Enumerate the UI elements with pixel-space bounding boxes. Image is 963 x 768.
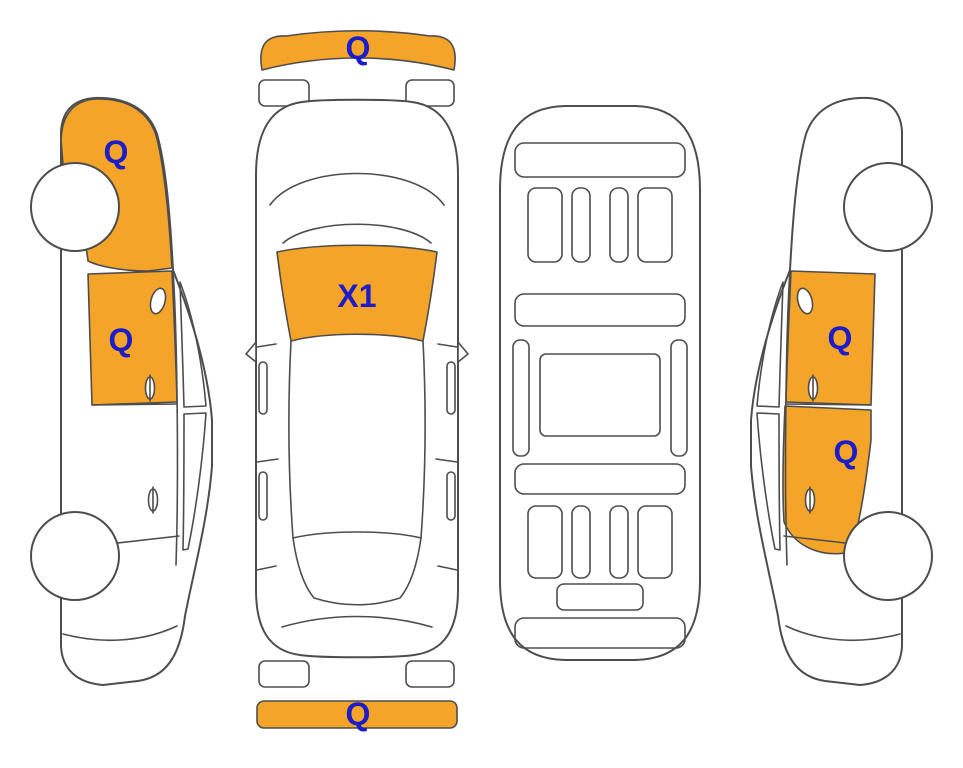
top-body-outline — [255, 98, 459, 659]
window-sliver-right-2 — [446, 471, 456, 521]
left-rear-wheel — [30, 511, 120, 601]
left-rear-window — [182, 412, 207, 551]
underbody-part — [527, 187, 563, 263]
hood-line-inner — [282, 223, 432, 244]
right-rear-door-highlight — [782, 405, 872, 555]
front-left-lamp — [258, 79, 310, 107]
window-sliver-left-1 — [258, 361, 268, 415]
right-side-view — [750, 96, 933, 686]
right-front-wheel — [843, 162, 933, 252]
left-fender-code: Q — [104, 134, 129, 170]
seam-right-3 — [437, 565, 458, 571]
rear-window-top — [292, 531, 422, 606]
trunk-seam-line — [281, 615, 433, 628]
right-rear-wheel — [843, 511, 933, 601]
seam-right-1 — [437, 343, 458, 348]
underbody-small-bar — [556, 583, 644, 611]
roof-line-right — [420, 340, 426, 539]
left-front-wheel — [30, 162, 120, 252]
window-sliver-right-1 — [446, 361, 456, 415]
seam-left-3 — [256, 565, 277, 571]
hood-line-outer — [269, 172, 445, 206]
windshield-code: X1 — [337, 278, 376, 314]
underbody-part — [571, 505, 591, 579]
left-door-code: Q — [109, 322, 134, 358]
top-view — [244, 29, 470, 729]
right-trunk-line — [785, 625, 901, 642]
rear-right-lamp — [405, 660, 455, 688]
underbody-sill-left — [512, 339, 530, 457]
underbody-rear-crossbar — [514, 463, 686, 495]
left-front-window — [179, 281, 207, 408]
front-bumper-code: Q — [346, 30, 371, 66]
right-door-seam-1 — [785, 403, 872, 406]
front-bumper-highlight — [260, 29, 456, 71]
underbody-sill-right — [670, 339, 688, 457]
underbody-mid-crossbar — [514, 293, 686, 327]
roof-line-left — [288, 340, 294, 539]
left-door-seam-1 — [91, 403, 178, 406]
underbody-front-crossbar — [514, 142, 686, 178]
front-right-lamp — [405, 79, 455, 107]
underbody-part — [637, 187, 673, 263]
underbody-outline — [499, 105, 701, 661]
underbody-center-panel — [539, 353, 661, 437]
left-side-mirror — [149, 287, 167, 315]
underbody-part — [527, 505, 563, 579]
right-rear-window — [756, 412, 781, 551]
right-rear-door-code: Q — [834, 434, 859, 470]
rear-bumper-code: Q — [346, 696, 371, 732]
seam-left-2 — [256, 458, 279, 463]
rear-bumper-highlight — [256, 700, 458, 729]
right-front-door-code: Q — [828, 320, 853, 356]
left-trunk-line — [62, 625, 178, 642]
mirror-left-top — [244, 339, 257, 364]
seam-right-2 — [435, 458, 458, 463]
underbody-part — [637, 505, 673, 579]
right-side-mirror — [796, 287, 814, 315]
underbody-part — [571, 187, 591, 263]
mirror-right-top — [457, 339, 470, 364]
underbody-part — [609, 505, 629, 579]
rear-left-lamp — [258, 660, 310, 688]
left-side-view — [30, 96, 213, 686]
underbody-part — [609, 187, 629, 263]
window-sliver-left-2 — [258, 471, 268, 521]
right-front-window — [756, 281, 784, 408]
underbody-bottom-bar — [514, 617, 686, 649]
underbody-view — [499, 105, 701, 661]
seam-left-1 — [256, 343, 277, 348]
